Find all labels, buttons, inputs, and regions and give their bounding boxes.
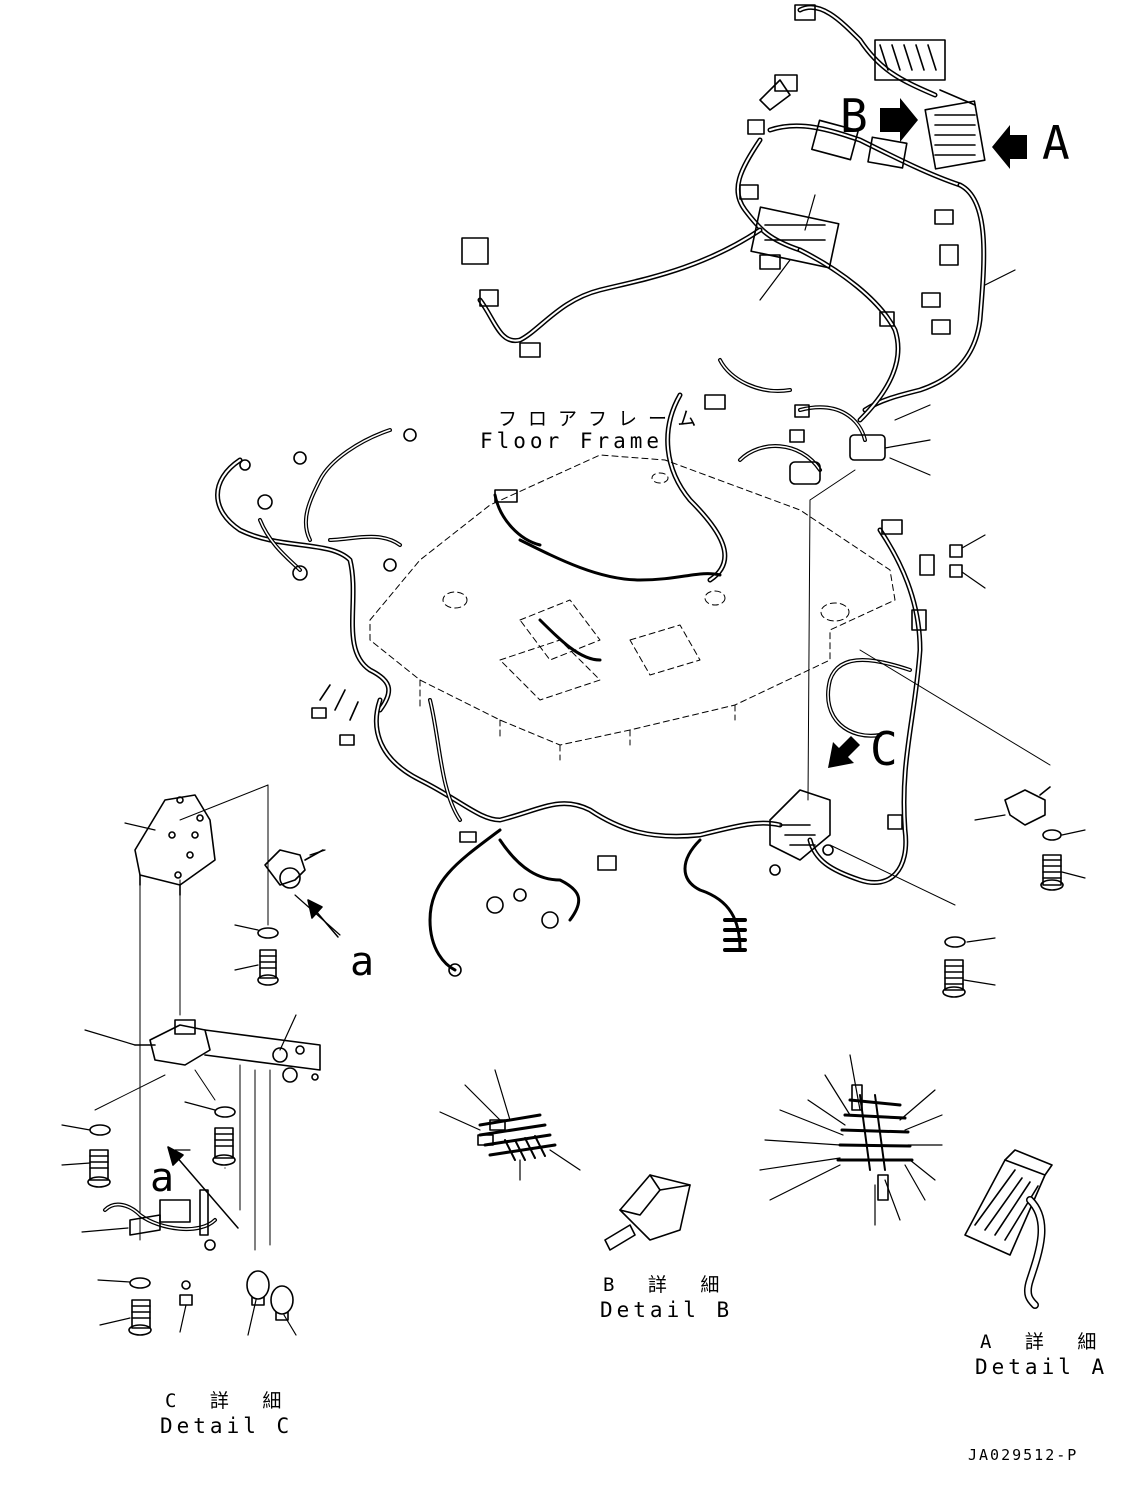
detail-a-en: Detail A	[975, 1355, 1109, 1379]
switch-a	[264, 849, 324, 889]
left-harness	[215, 428, 417, 746]
detail-b-connector	[477, 1113, 557, 1161]
callout-a-letter: A	[1042, 116, 1070, 170]
drawing-code: JA029512-P	[968, 1446, 1079, 1464]
detail-b-leaders	[439, 1069, 581, 1181]
right-leaders	[961, 534, 1086, 986]
floor-frame-en: Floor Frame	[480, 429, 664, 453]
arrow-a	[992, 125, 1027, 169]
detail-c-jp: C 詳 細	[165, 1390, 293, 1412]
detail-c-lower-assembly	[103, 1189, 294, 1321]
floor-frame-outline	[369, 454, 896, 761]
arrow-a-lower-1	[307, 899, 339, 938]
floor-frame-harness	[493, 489, 722, 662]
bracket-plate	[134, 794, 216, 896]
callout-b-letter: B	[840, 89, 868, 143]
arrow-c	[828, 736, 860, 768]
fan-connector	[836, 1084, 914, 1201]
detail-a-jp: A 詳 細	[980, 1331, 1108, 1353]
arrow-b	[880, 98, 918, 142]
detail-b-en: Detail B	[600, 1298, 734, 1322]
callout-a-lower-1: a	[350, 939, 375, 985]
left-leaders	[61, 822, 341, 1336]
arrow-a-lower-2	[167, 1146, 239, 1229]
reference-lines	[94, 469, 1051, 1251]
floor-frame-jp: フロアフレーム	[498, 408, 708, 430]
right-bracket-parts	[942, 786, 1064, 998]
middle-harness	[665, 358, 963, 886]
detail-b-jp: B 詳 細	[603, 1274, 731, 1296]
detail-c-upper-assembly	[134, 1019, 321, 1083]
callout-a-lower-2: a	[150, 1155, 175, 1201]
callout-c-letter: C	[870, 722, 898, 776]
detail-c-en: Detail C	[160, 1414, 294, 1438]
fan-connector-leaders	[759, 1054, 943, 1226]
lower-harness	[373, 697, 834, 977]
lower-washers-bolts	[87, 927, 279, 1336]
detail-a-fusebox	[964, 1149, 1053, 1309]
detail-b-module	[604, 1174, 691, 1251]
upper-leaders	[759, 194, 1016, 476]
upper-harness	[461, 4, 987, 423]
